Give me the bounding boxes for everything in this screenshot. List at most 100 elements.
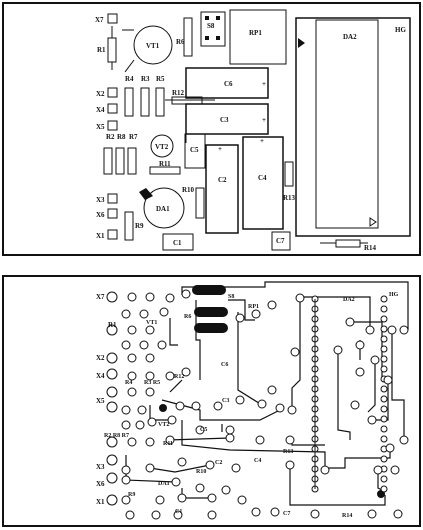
- switch-s8: [200, 11, 226, 47]
- connector-x5: [107, 120, 118, 131]
- top-label-c2: C2: [218, 176, 227, 184]
- top-label-x6: X6: [96, 211, 105, 219]
- connector-x3: [107, 193, 118, 204]
- da2-chip-body: [295, 17, 411, 237]
- component-layout-panel: DA2 HG X7 R1 VT1 R6 S8 RP1 R4 R3 R5 C6 +: [2, 2, 421, 256]
- resistor-r1: [107, 37, 117, 63]
- top-label-r13: R13: [283, 194, 296, 202]
- connector-x2: [107, 87, 118, 98]
- resistor-r11: [149, 166, 181, 175]
- svg-text:+: +: [218, 145, 222, 153]
- bottom-label-c4: C4: [254, 458, 261, 464]
- transistor-vt1: [133, 25, 173, 65]
- top-label-r1: R1: [97, 46, 106, 54]
- bottom-label-vt1: VT1: [146, 320, 157, 326]
- capacitor-c4: [242, 136, 284, 230]
- bottom-label-c6: C6: [221, 362, 228, 368]
- resistor-r4: [124, 87, 134, 117]
- bottom-label-r3r5: R3 R5: [144, 380, 160, 386]
- capacitor-c5: [184, 133, 206, 169]
- pad-solid-a: [159, 404, 167, 412]
- top-label-r10: R10: [182, 186, 195, 194]
- bottom-label-r4: R4: [125, 380, 132, 386]
- top-label-c5: C5: [190, 146, 199, 154]
- top-label-c1: C1: [173, 239, 182, 247]
- da2-corner-marker: [369, 217, 377, 227]
- connector-x1: [107, 229, 118, 240]
- bottom-label-r9: R9: [128, 492, 135, 498]
- top-label-x5: X5: [96, 123, 105, 131]
- pad-r6-a: [194, 307, 228, 317]
- top-label-r9: R9: [135, 222, 144, 230]
- resistor-r8: [115, 147, 125, 175]
- bottom-label-c2: C2: [215, 460, 222, 466]
- top-board-outline: [2, 2, 421, 256]
- pcb-trace-panel: X7 S8 RP1 DA2 HG R1 VT1 R6 X2 C6 X4 R4 R…: [2, 275, 421, 527]
- transistor-vt2: [150, 134, 174, 158]
- bottom-label-c1: C1: [175, 509, 182, 515]
- resistor-r3: [140, 87, 150, 117]
- bottom-label-x2: X2: [96, 354, 105, 362]
- resistor-r9: [124, 211, 134, 241]
- bottom-label-r14: R14: [342, 513, 352, 519]
- top-label-vt1: VT1: [146, 42, 160, 50]
- top-label-c3: C3: [220, 116, 229, 124]
- resistor-r7: [127, 147, 137, 175]
- svg-text:+: +: [260, 137, 264, 145]
- top-label-r14: R14: [364, 244, 377, 252]
- bottom-label-x4: X4: [96, 372, 105, 380]
- resistor-r14: [335, 239, 361, 248]
- bottom-label-r6: R6: [184, 314, 191, 320]
- da2-chip-inner: [315, 19, 379, 229]
- top-label-c7: C7: [276, 237, 285, 245]
- bottom-label-rp1: RP1: [248, 304, 259, 310]
- bottom-label-hg: HG: [389, 292, 399, 298]
- bottom-label-x7: X7: [96, 293, 105, 301]
- capacitor-c3: [185, 103, 269, 135]
- bottom-label-r13: R13: [283, 449, 293, 455]
- bottom-label-x5: X5: [96, 397, 105, 405]
- potentiometer-rp1: [229, 9, 287, 65]
- top-label-da1: DA1: [156, 205, 170, 213]
- through-hole-pads: [106, 289, 409, 520]
- top-label-x2: X2: [96, 90, 105, 98]
- bottom-label-x3: X3: [96, 463, 105, 471]
- resistor-r13: [284, 161, 294, 187]
- top-label-r3: R3: [141, 75, 150, 83]
- resistor-r6: [183, 17, 193, 57]
- connector-x7: [107, 13, 118, 24]
- copper-traces: [125, 281, 409, 506]
- top-label-hg: HG: [395, 26, 406, 34]
- top-label-c6: C6: [224, 80, 233, 88]
- bottom-label-c5: C5: [200, 427, 207, 433]
- connector-x4: [107, 103, 118, 114]
- top-label-r11: R11: [159, 160, 171, 168]
- top-label-c4: C4: [258, 174, 267, 182]
- bottom-label-da2: DA2: [343, 297, 355, 303]
- resistor-r5: [155, 87, 165, 117]
- bottom-label-x1: X1: [96, 498, 105, 506]
- top-label-vt2: VT2: [155, 143, 169, 151]
- top-label-x7: X7: [95, 16, 104, 24]
- top-label-r12: R12: [172, 89, 185, 97]
- bottom-board-outline: [2, 275, 421, 527]
- bottom-label-s8: S8: [228, 294, 234, 300]
- capacitor-c1: [162, 233, 194, 251]
- bottom-label-r10: R10: [196, 469, 206, 475]
- bottom-label-r1: R1: [108, 321, 117, 329]
- capacitor-c2: [205, 144, 239, 234]
- top-label-x1: X1: [96, 232, 105, 240]
- svg-text:+: +: [262, 80, 266, 88]
- top-label-r4: R4: [125, 75, 134, 83]
- top-label-r2: R2: [106, 133, 115, 141]
- regulator-da1: [143, 187, 185, 229]
- bottom-label-r11: R11: [163, 441, 173, 447]
- top-label-s8: S8: [207, 22, 215, 30]
- top-label-r6: R6: [176, 38, 185, 46]
- top-label-r5: R5: [156, 75, 165, 83]
- connector-x6: [107, 208, 118, 219]
- top-label-da2: DA2: [343, 33, 357, 41]
- capacitor-c7: [271, 231, 291, 251]
- resistor-r10: [195, 187, 205, 219]
